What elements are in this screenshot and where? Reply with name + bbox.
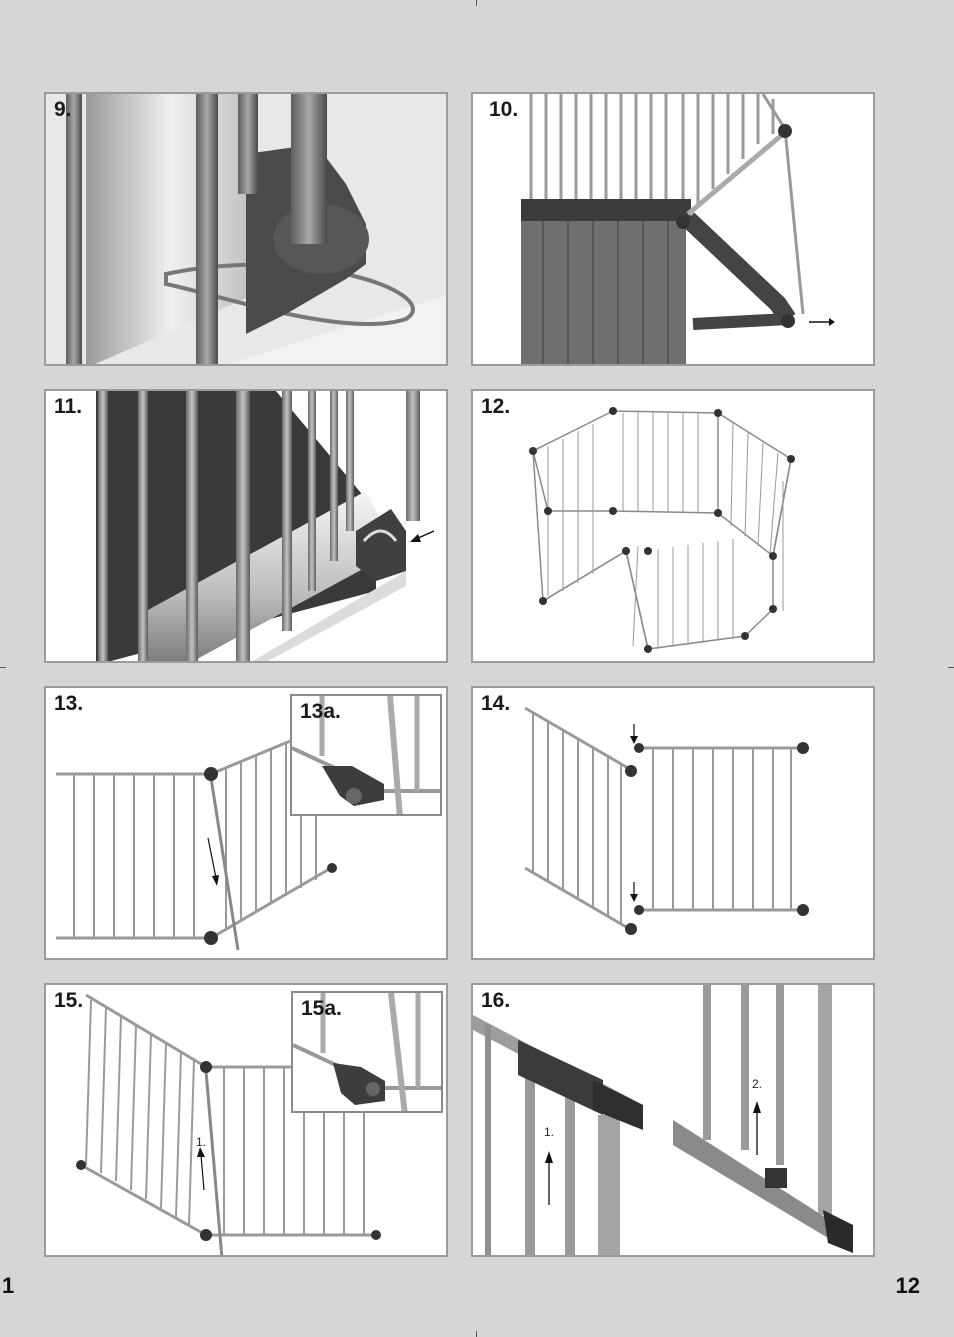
step-11-panel: 11.	[44, 389, 448, 663]
page-number-right: 12	[896, 1273, 920, 1299]
step-11-label: 11.	[54, 395, 82, 419]
step-15-label: 15.	[54, 989, 83, 1013]
step-14-illustration	[473, 688, 875, 960]
step-15-panel: 15. 1. 15a.	[44, 983, 448, 1257]
step-16-illustration	[473, 985, 875, 1257]
step-10-illustration	[473, 94, 875, 366]
step-9-panel: 9.	[44, 92, 448, 366]
step-14-panel: 14.	[471, 686, 875, 960]
step-12-illustration	[473, 391, 875, 663]
step-9-illustration	[46, 94, 448, 366]
crop-mark	[0, 667, 6, 668]
crop-mark	[476, 1331, 477, 1337]
page-number-left: 1	[2, 1273, 14, 1299]
step-13a-inset: 13a.	[290, 694, 442, 816]
step-16-panel: 16. 1. 2.	[471, 983, 875, 1257]
step-10-label: 10.	[489, 98, 518, 122]
step-14-label: 14.	[481, 692, 510, 716]
step-15a-inset: 15a.	[291, 991, 443, 1113]
step-12-label: 12.	[481, 395, 510, 419]
step-13-panel: 13. 13a.	[44, 686, 448, 960]
step-16-label: 16.	[481, 989, 510, 1013]
step-9-label: 9.	[54, 98, 72, 122]
step-15-arrow-label-1: 1.	[196, 1135, 206, 1149]
step-16-arrow-label-1: 1.	[544, 1125, 554, 1139]
step-13a-label: 13a.	[300, 700, 341, 724]
step-15a-label: 15a.	[301, 997, 342, 1021]
step-11-illustration	[46, 391, 448, 663]
step-10-panel: 10.	[471, 92, 875, 366]
step-16-arrow-label-2: 2.	[752, 1077, 762, 1091]
crop-mark	[476, 0, 477, 6]
crop-mark	[948, 667, 954, 668]
step-13-label: 13.	[54, 692, 83, 716]
step-12-panel: 12.	[471, 389, 875, 663]
